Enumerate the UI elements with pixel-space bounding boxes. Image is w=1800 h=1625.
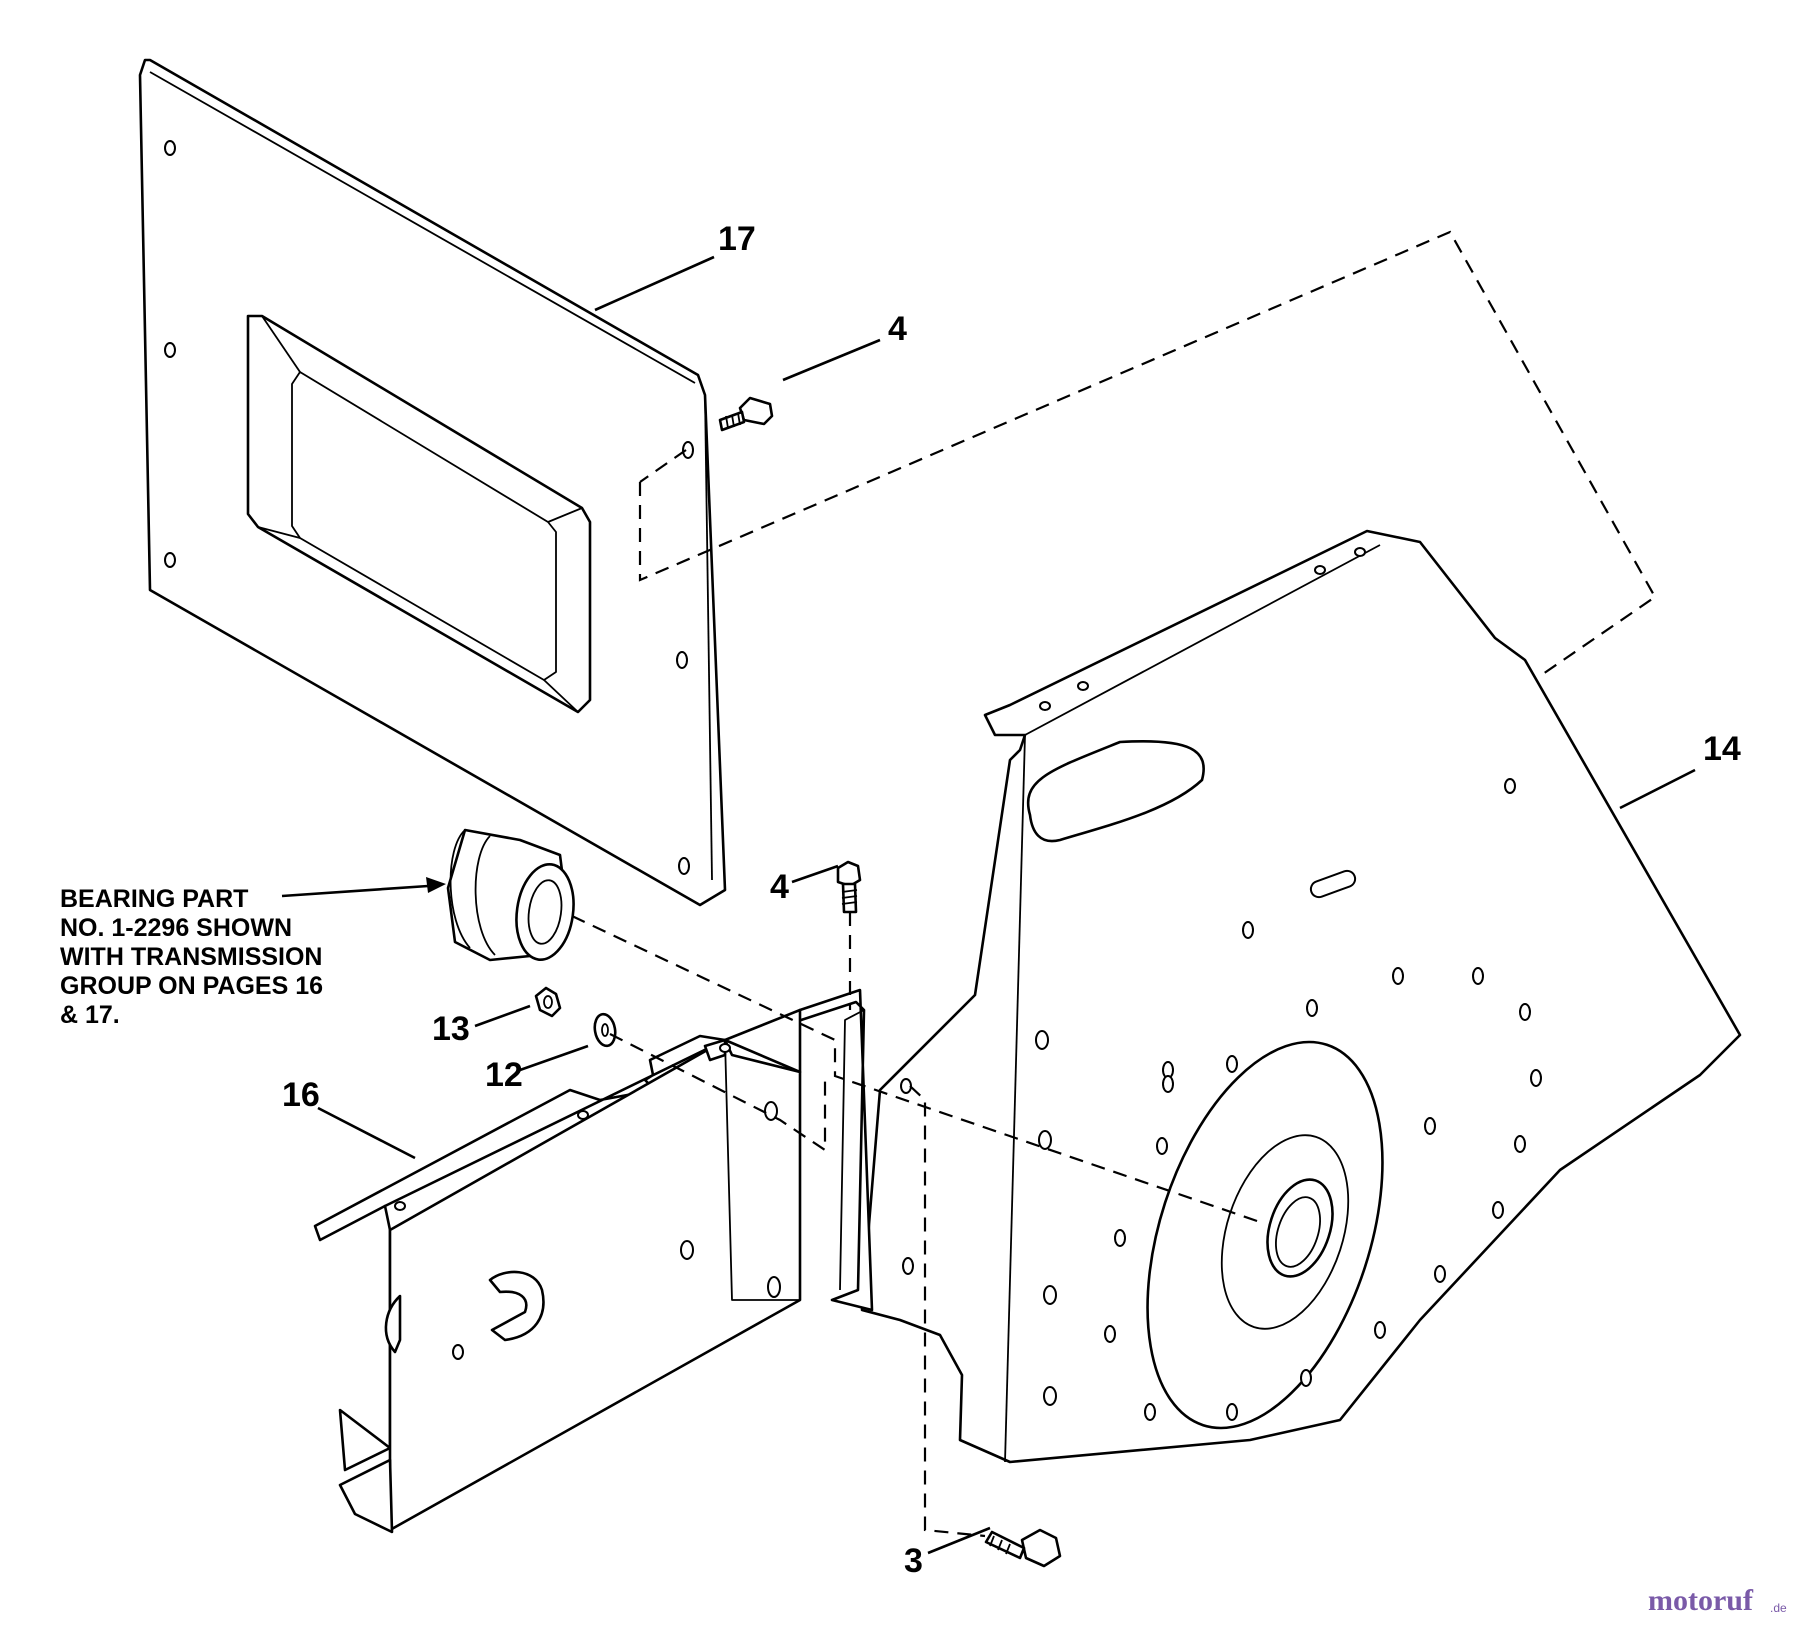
note-line-3: WITH TRANSMISSION	[60, 943, 323, 971]
leader-12	[519, 1044, 589, 1072]
bolt-part-3	[984, 1528, 1062, 1568]
bearing-note: BEARING PART NO. 1-2296 SHOWN WITH TRANS…	[60, 885, 323, 1029]
callout-4-top: 4	[888, 310, 907, 348]
screw-alignment-dashed-line	[639, 449, 687, 483]
leader-17	[594, 255, 715, 312]
leader-bearing-note	[281, 884, 429, 898]
screw-part-4-top	[718, 396, 774, 432]
leader-bearing-arrow	[426, 877, 446, 893]
cover-assembly-dashed-outline	[638, 230, 1657, 677]
callout-12: 12	[485, 1056, 523, 1094]
cover-panel-part-17	[138, 58, 727, 907]
callout-13: 13	[432, 1010, 470, 1048]
screw-part-4-middle	[836, 860, 862, 914]
bracket-part-16	[313, 988, 914, 1534]
callout-3: 3	[904, 1542, 923, 1580]
watermark-main: motoruf	[1648, 1584, 1754, 1617]
callout-14: 14	[1703, 730, 1741, 768]
nut-part-13	[534, 986, 562, 1018]
watermark-logo: motoruf .de	[1648, 1584, 1787, 1617]
callout-17: 17	[718, 220, 756, 258]
leader-4-middle	[791, 864, 839, 884]
watermark-tld: .de	[1770, 1601, 1787, 1615]
bearing	[446, 828, 575, 962]
note-line-2: NO. 1-2296 SHOWN	[60, 914, 292, 942]
leader-3	[927, 1526, 991, 1555]
washer-alignment-line	[609, 1033, 827, 1153]
bolt-3-alignment-line	[909, 1085, 986, 1538]
housing-plate-part-14	[860, 529, 1742, 1464]
washer-part-12	[593, 1012, 617, 1048]
callout-4-middle: 4	[770, 868, 789, 906]
bearing-alignment-line	[571, 915, 1261, 1224]
callout-16: 16	[282, 1076, 320, 1114]
note-line-5: & 17.	[60, 1001, 120, 1029]
leader-4-top	[782, 338, 881, 382]
note-line-1: BEARING PART	[60, 885, 248, 913]
note-line-4: GROUP ON PAGES 16	[60, 972, 323, 1000]
leader-14	[1619, 768, 1696, 810]
leader-16	[317, 1106, 416, 1160]
leader-13	[474, 1004, 531, 1028]
